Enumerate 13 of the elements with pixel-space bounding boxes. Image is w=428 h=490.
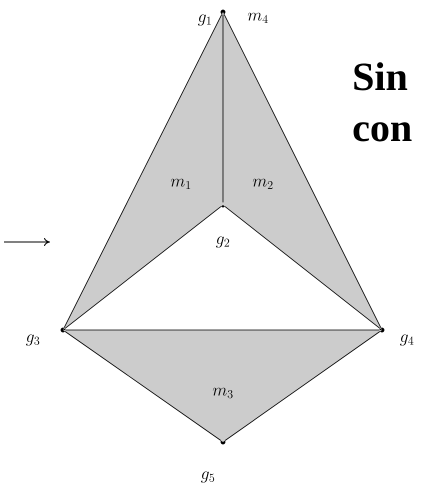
edge-line: [224, 206, 380, 329]
shaded-triangle: $m_3$: [63, 330, 382, 442]
vertex-label: $g_1$: [198, 14, 211, 26]
vertex-label: $g_4$: [400, 334, 414, 346]
node-label: $m_2$: [252, 178, 272, 190]
vertex-label: $g_3$: [26, 334, 40, 346]
edge-line: [224, 331, 380, 441]
node-label: $m_1$: [170, 178, 190, 190]
vertex-label: $g_5$: [201, 471, 214, 483]
vertex-label: $m_4$: [248, 12, 268, 24]
edge-line: [64, 206, 222, 329]
edge-line: [222, 14, 224, 203]
edge-line: [64, 331, 222, 441]
